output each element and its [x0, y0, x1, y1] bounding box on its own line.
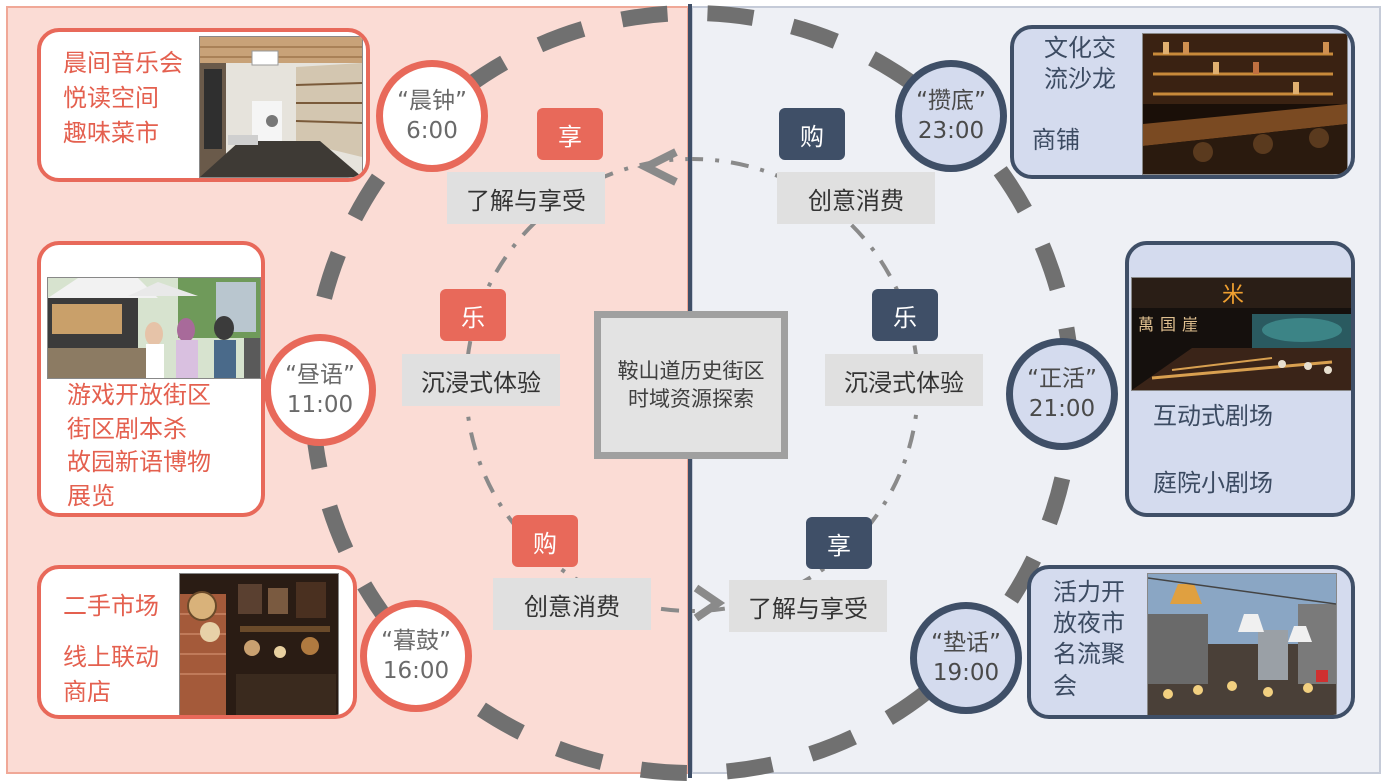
svg-text:国: 国	[1160, 315, 1176, 334]
label-understand-enjoy-left: 了解与享受	[447, 172, 605, 224]
card-text: 二手市场 线上联动 商店	[63, 592, 159, 706]
main-show-activity-card: 米 萬 国 崖 互动式剧场 庭院小剧场	[1125, 241, 1355, 517]
top-arrowhead	[637, 148, 678, 186]
dusk-activity-card: 二手市场 线上联动 商店	[37, 565, 357, 719]
svg-text:崖: 崖	[1182, 315, 1198, 334]
badge-fun-left: 乐	[440, 289, 506, 341]
clock-dusk-drum: “暮鼓” 16:00	[360, 600, 472, 712]
svg-text:米: 米	[1222, 283, 1244, 308]
late-night-activity-card: 文化交 流沙龙 商铺	[1010, 25, 1355, 179]
library-photo	[199, 36, 363, 178]
badge-enjoy-left: 享	[537, 108, 603, 160]
card-text: 活力开 放夜市 名流聚 会	[1053, 578, 1125, 700]
card-text: 文化交 流沙龙 商铺	[1032, 34, 1116, 155]
badge-shop-left: 购	[512, 515, 578, 567]
bottom-arrowhead	[693, 584, 726, 622]
label-creative-left: 创意消费	[493, 578, 651, 630]
label-immersive-left: 沉浸式体验	[402, 354, 560, 406]
clock-main-act: “正活” 21:00	[1006, 338, 1118, 450]
morning-activity-card: 晨间音乐会 悦读空间 趣味菜市	[37, 28, 370, 182]
card-text: 晨间音乐会 悦读空间 趣味菜市	[63, 49, 183, 147]
label-creative-right: 创意消费	[777, 172, 935, 224]
clock-opening-act: “垫话” 19:00	[910, 602, 1022, 714]
street-market-photo	[47, 277, 261, 379]
card-text: 游戏开放街区 街区剧本杀 故园新语博物 展览	[67, 381, 211, 510]
night-market-photo	[1147, 573, 1337, 715]
clock-day-talk: “昼语” 11:00	[264, 334, 376, 446]
label-understand-enjoy-right: 了解与享受	[729, 580, 887, 632]
svg-text:萬: 萬	[1138, 315, 1154, 334]
label-immersive-right: 沉浸式体验	[825, 354, 983, 406]
badge-fun-right: 乐	[872, 289, 938, 341]
badge-enjoy-right: 享	[806, 517, 872, 569]
badge-shop-right: 购	[779, 108, 845, 160]
salon-bar-photo	[1142, 33, 1348, 175]
center-title-box: 鞍山道历史街区 时域资源探索	[594, 311, 788, 459]
clock-finale: “攒底” 23:00	[895, 60, 1007, 172]
immersive-theatre-photo: 米 萬 国 崖	[1131, 277, 1351, 391]
card-text: 互动式剧场 庭院小剧场	[1153, 402, 1273, 497]
clock-morning-bell: “晨钟” 6:00	[376, 60, 488, 172]
early-night-activity-card: 活力开 放夜市 名流聚 会	[1027, 565, 1355, 719]
antique-shop-photo	[179, 573, 339, 715]
midday-activity-card: 游戏开放街区 街区剧本杀 故园新语博物 展览	[37, 241, 265, 517]
